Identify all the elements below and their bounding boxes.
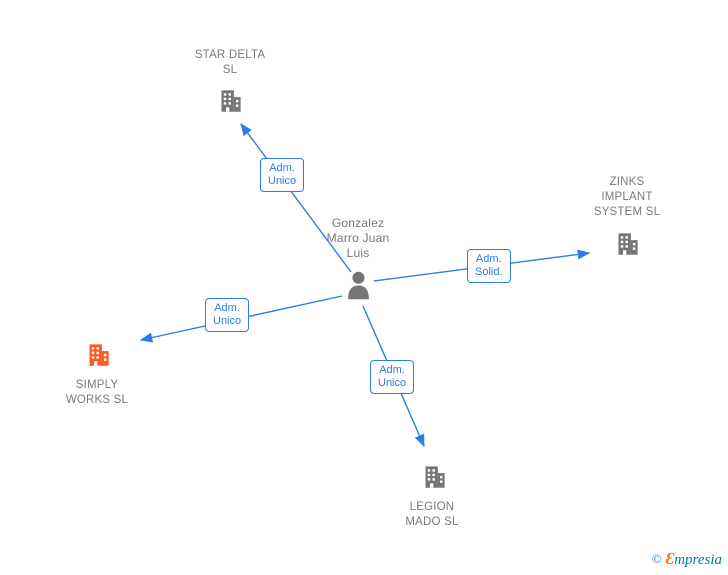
node-label-person: Gonzalez Marro Juan Luis	[303, 216, 413, 261]
node-label-line: STAR DELTA	[194, 49, 266, 61]
node-label-zinks: ZINKS IMPLANT SYSTEM SL	[572, 175, 682, 220]
node-label-line: Marro Juan	[326, 231, 390, 245]
node-legion-mado[interactable]	[421, 463, 448, 495]
node-label-line: SL	[222, 64, 238, 76]
edge-label-line: Unico	[213, 315, 242, 327]
person-icon	[344, 270, 373, 307]
edge-label-line: Adm.	[269, 162, 295, 174]
empresia-logo[interactable]: © Ɛmpresia	[652, 549, 722, 569]
node-label-line: WORKS SL	[65, 394, 129, 406]
node-star-delta[interactable]	[217, 87, 244, 119]
edge-label-line: Adm.	[214, 302, 240, 314]
building-icon	[85, 341, 112, 373]
brand-initial: Ɛ	[665, 549, 675, 568]
copyright-symbol: ©	[651, 551, 662, 566]
edge-label-line: Solid.	[475, 266, 503, 278]
edge-label-line: Adm.	[379, 364, 405, 376]
node-label-star-delta: STAR DELTA SL	[175, 48, 285, 78]
node-label-line: MADO SL	[405, 516, 459, 528]
edge-label-adm-unico-star-delta[interactable]: Adm. Unico	[260, 158, 305, 192]
node-label-line: Gonzalez	[331, 216, 385, 230]
node-person[interactable]	[344, 270, 373, 307]
edge-label-line: Unico	[378, 377, 407, 389]
node-label-line: Luis	[346, 246, 370, 260]
node-label-line: ZINKS	[609, 176, 645, 188]
node-zinks[interactable]	[614, 230, 641, 262]
node-label-legion-mado: LEGION MADO SL	[377, 500, 487, 530]
edge-label-line: Adm.	[475, 253, 502, 265]
node-label-simply-works: SIMPLY WORKS SL	[42, 378, 152, 408]
edge-label-line: Unico	[268, 175, 297, 187]
edge-label-adm-unico-simply[interactable]: Adm. Unico	[205, 298, 250, 332]
building-icon	[217, 87, 244, 119]
node-label-line: SYSTEM SL	[593, 206, 661, 218]
node-simply-works[interactable]	[85, 341, 112, 373]
building-icon	[421, 463, 448, 495]
edge-label-adm-unico-legion[interactable]: Adm. Unico	[370, 360, 415, 394]
node-label-line: SIMPLY	[75, 379, 119, 391]
node-label-line: LEGION	[409, 501, 455, 513]
node-label-line: IMPLANT	[601, 191, 653, 203]
edge-label-adm-solid-zinks[interactable]: Adm. Solid.	[467, 249, 511, 283]
building-icon	[614, 230, 641, 262]
brand-name: mpresia	[674, 552, 722, 568]
